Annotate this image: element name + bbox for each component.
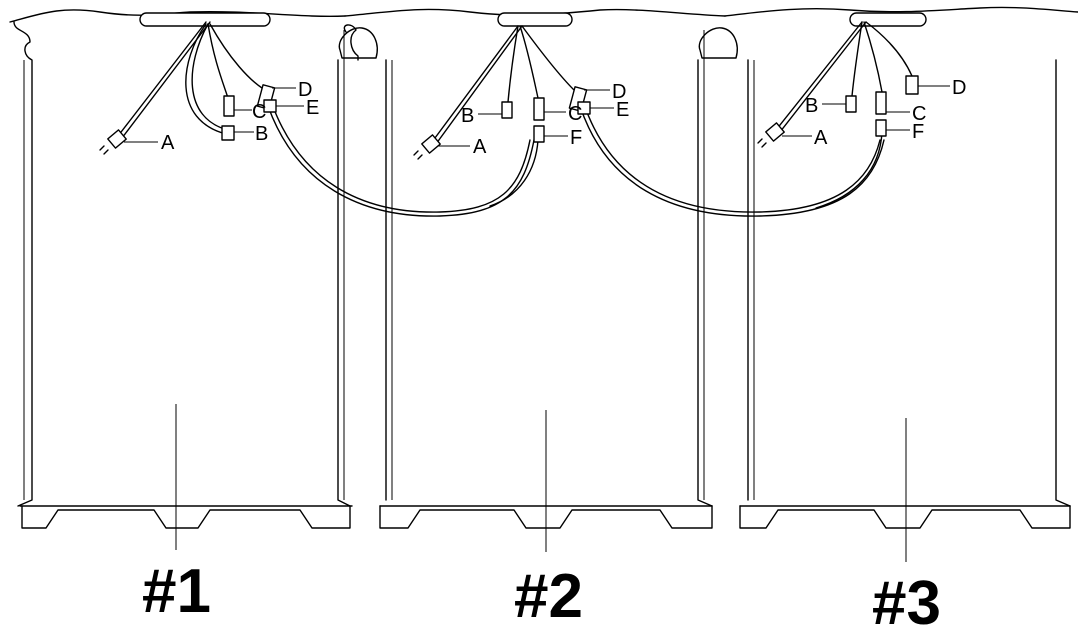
cabinet-1-plug-a-icon (99, 129, 127, 155)
cabinet-1-base (21, 505, 351, 529)
cabinet-1-number: #1 (142, 557, 211, 626)
cabinet-3-connector-d (905, 75, 919, 95)
cabinet-3-cord-b (851, 21, 863, 97)
cabinet-1-right-side (337, 59, 351, 507)
cabinet-2-connector-f (533, 125, 545, 143)
cabinet-3-number: #3 (872, 569, 941, 627)
cabinet-3-connector-b (845, 95, 857, 113)
cabinet-1-cord-a (117, 21, 207, 137)
cabinet-3-crown (724, 6, 1078, 17)
cabinet-2-base (379, 505, 713, 529)
cabinet-2 (338, 8, 726, 552)
cabinet-2-jumper-cord (583, 103, 881, 213)
cabinet-2-label-f: F (570, 127, 582, 149)
cabinet-3-wiring: A B C D F (757, 21, 966, 209)
cabinet-2-connector-b (501, 101, 513, 119)
cabinet-1 (9, 9, 353, 550)
cabinet-1-label-a: A (161, 132, 175, 154)
cabinet-1-left-post (13, 21, 33, 507)
cabinet-3-cord-slot (849, 12, 927, 27)
cabinet-3-cord-a (775, 21, 863, 131)
cabinet-2-left-post-shape (338, 27, 378, 59)
cabinet-1-label-d: D (298, 79, 312, 101)
cabinet-3-label-f: F (912, 121, 924, 143)
cabinet-3-right-side (1055, 59, 1071, 507)
cabinet-2-label-c: C (568, 103, 582, 125)
cabinet-3-connector-f (875, 119, 887, 137)
cabinet-3-connector-c (875, 91, 887, 115)
cabinet-3-cord-c (863, 21, 883, 93)
cabinet-1-label-b: B (255, 123, 268, 145)
cabinet-1-cord-d (209, 23, 263, 89)
cabinet-1-label-c: C (252, 101, 266, 123)
cabinet-2-cord-b (507, 25, 519, 103)
cabinet-3-label-a: A (814, 127, 828, 149)
cabinet-3-label-b: B (805, 95, 818, 117)
cabinet-1-label-e: E (306, 97, 319, 119)
cabinet-2-left-post (343, 24, 387, 501)
cabinet-2-cord-slot (497, 12, 573, 27)
cabinet-2-connector-c (533, 97, 545, 121)
cabinet-3-left-post-shape (698, 27, 738, 59)
cabinet-2-label-d: D (612, 81, 626, 103)
cabinet-2-number: #2 (514, 562, 583, 627)
cabinet-3 (698, 6, 1078, 562)
cabinet-3-base (739, 505, 1071, 529)
cabinet-3-plug-a-icon (757, 122, 785, 148)
cabinet-1-cord-b (185, 23, 227, 135)
cabinet-1-jumper-cord (271, 103, 531, 213)
cabinet-2-wiring: A B C D E F (413, 25, 885, 217)
cabinet-2-cord-a (431, 25, 519, 143)
cabinet-1-wiring: A B C D E (99, 21, 535, 217)
cabinet-2-cord-f (489, 139, 539, 207)
cabinet-1-connector-c (223, 95, 235, 117)
cabinet-2-plug-a-icon (413, 134, 441, 160)
cabinet-2-cord-d (521, 25, 575, 91)
cabinet-3-label-c: C (912, 103, 926, 125)
cabinet-3-cord-f (815, 131, 883, 209)
cabinet-1-connector-b (221, 125, 235, 141)
cabinet-2-cord-c (519, 25, 539, 99)
cabinet-2-label-b: B (461, 105, 474, 127)
cabinet-2-label-e: E (616, 99, 629, 121)
cabinet-3-label-d: D (952, 77, 966, 99)
cabinet-2-right-side (697, 59, 713, 507)
cabinet-2-label-a: A (473, 136, 487, 158)
cabinet-1-cord-c (207, 23, 229, 99)
cabinet-3-cord-d (865, 21, 913, 77)
